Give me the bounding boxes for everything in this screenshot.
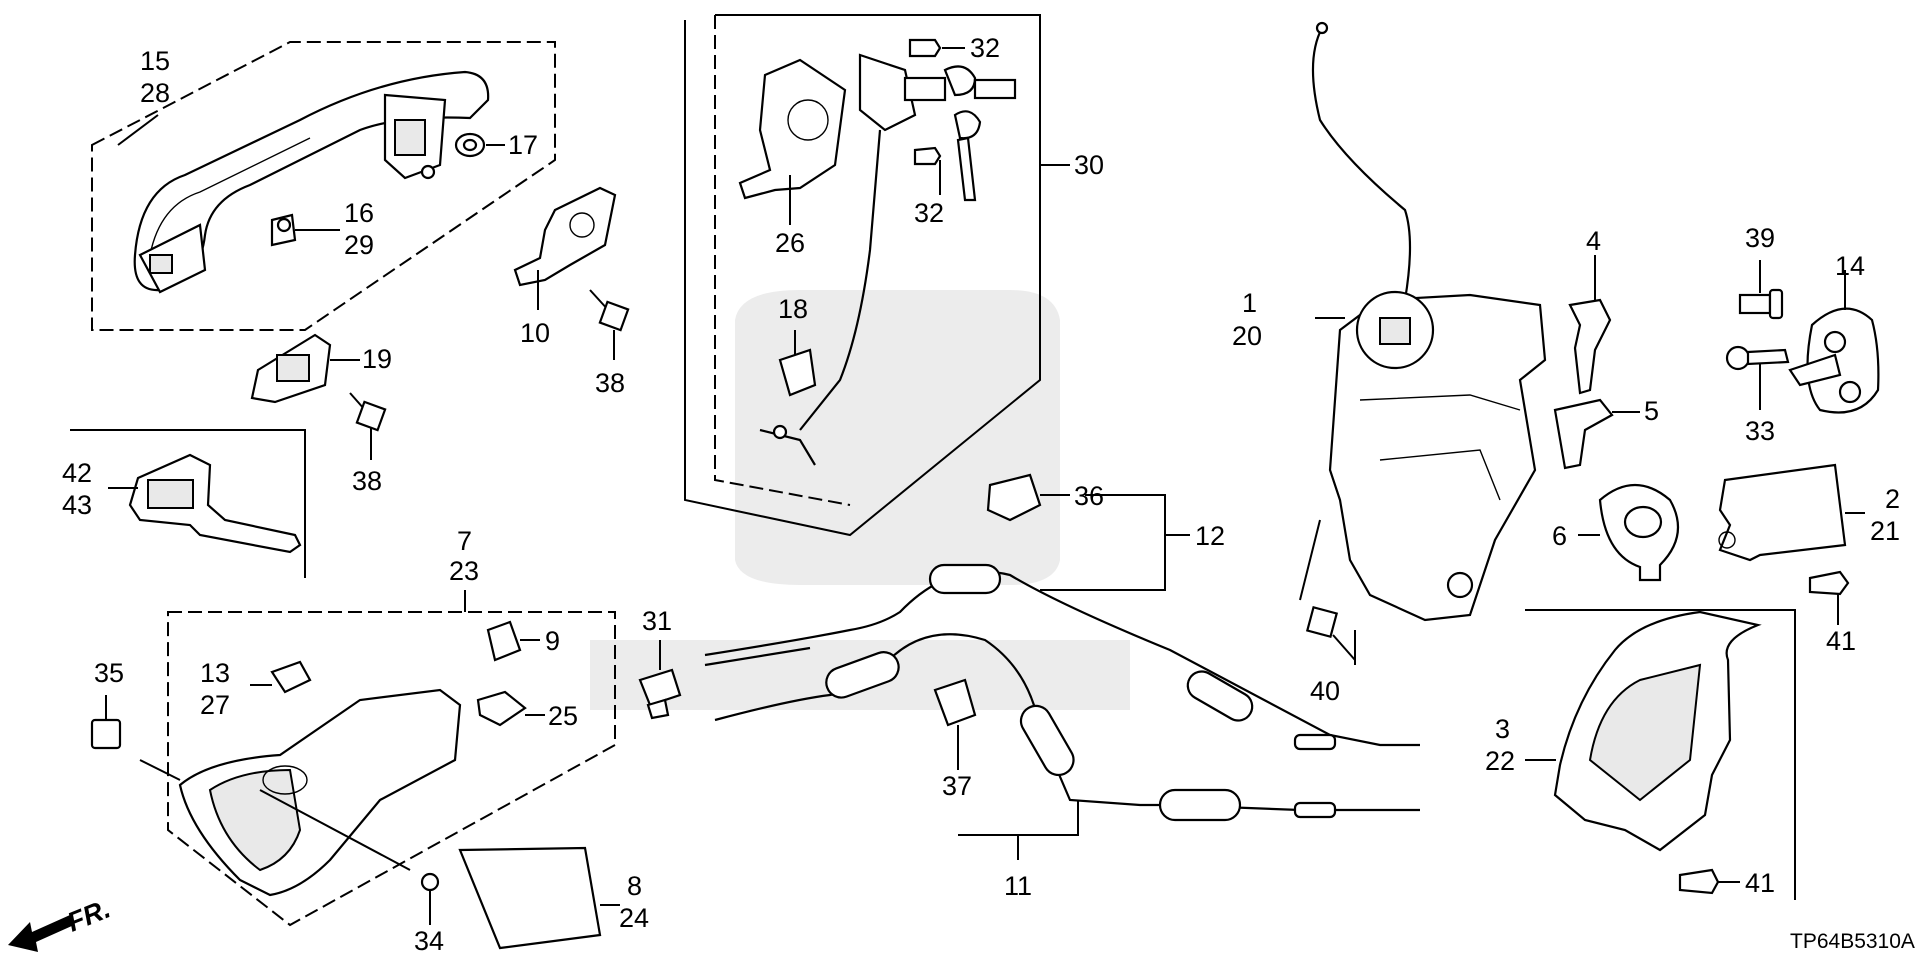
trim-clip: [90, 695, 122, 750]
key-cylinder-group-box: [684, 14, 1041, 537]
callout-25: 25: [548, 701, 578, 731]
callout-10: 10: [520, 318, 550, 348]
spacer: [1553, 398, 1640, 470]
outer-handle-cable: [704, 563, 1420, 751]
key-cylinder: [799, 53, 1017, 431]
callout-16: 16: [344, 198, 374, 228]
callout-7: 7: [457, 526, 472, 556]
handle-base-plate: [513, 186, 617, 310]
callout-30: 30: [1074, 150, 1104, 180]
connector: [638, 640, 682, 720]
callout-33: 33: [1745, 416, 1775, 446]
callout-19: 19: [362, 344, 392, 374]
callout-31: 31: [642, 606, 672, 636]
actuator-cover: [1525, 610, 1762, 852]
callout-13: 13: [200, 658, 230, 688]
clip: [270, 213, 340, 247]
cover-screw: [1678, 868, 1740, 895]
callout-40: 40: [1310, 676, 1340, 706]
callout-23: 23: [449, 556, 479, 586]
callout-8: 8: [627, 871, 642, 901]
inner-door-handle: [139, 688, 462, 897]
callout-29: 29: [344, 230, 374, 260]
callout-35: 35: [94, 658, 124, 688]
diagram-code: TP64B5310A: [1790, 930, 1915, 953]
callout-41a: 41: [1826, 626, 1856, 656]
cylinder-rod-clip: [778, 330, 817, 397]
actuator-group-box: [1525, 609, 1796, 900]
callout-43: 43: [62, 490, 92, 520]
outer-door-handle: [133, 70, 490, 294]
handle-screw: [420, 872, 440, 925]
inner-handle-group-box: [167, 611, 616, 927]
bracket-11: [958, 800, 1079, 860]
callout-36: 36: [1074, 481, 1104, 511]
latch-bolt: [1305, 605, 1356, 665]
callout-24: 24: [619, 903, 649, 933]
callout-38a: 38: [595, 368, 625, 398]
striker-screw: [1725, 345, 1790, 410]
callout-22: 22: [1485, 746, 1515, 776]
inner-rod-clip: [250, 660, 312, 694]
callout-17: 17: [508, 130, 538, 160]
callout-4: 4: [1586, 226, 1601, 256]
latch-protector: [1718, 463, 1865, 562]
outer-handle-group-box: [91, 41, 556, 331]
callout-37: 37: [942, 771, 972, 801]
callout-26: 26: [775, 228, 805, 258]
handle-bracket: [108, 453, 302, 554]
callout-32a: 32: [970, 33, 1000, 63]
callout-2: 2: [1885, 484, 1900, 514]
callout-3: 3: [1495, 714, 1510, 744]
callout-34: 34: [414, 926, 444, 956]
cable-clip-upper: [986, 473, 1070, 522]
callout-1: 1: [1242, 288, 1257, 318]
protector-screw: [1808, 570, 1850, 625]
callout-14: 14: [1835, 251, 1865, 281]
callout-41b: 41: [1745, 868, 1775, 898]
seal-ring: [1578, 483, 1680, 582]
cable-clip-lower: [933, 678, 977, 770]
callout-15: 15: [140, 46, 170, 76]
bracket-12: [1040, 494, 1190, 591]
washer: [454, 132, 505, 158]
callout-20: 20: [1232, 321, 1262, 351]
handle-trim: [458, 846, 620, 950]
bracket-group-box: [70, 429, 306, 578]
callout-21: 21: [1870, 516, 1900, 546]
bolt-upper: [589, 289, 630, 360]
cylinder-lever: [759, 424, 816, 466]
screw-lower: [913, 146, 942, 195]
inner-clip: [486, 620, 540, 662]
callout-6: 6: [1552, 521, 1567, 551]
inner-retainer: [476, 690, 545, 727]
striker: [1788, 270, 1880, 414]
callout-11: 11: [1004, 871, 1032, 901]
callout-9: 9: [545, 626, 560, 656]
striker-bolt: [1738, 260, 1784, 320]
front-indicator: FR.: [63, 893, 115, 937]
latch-cover-clip: [1568, 255, 1612, 395]
callout-32b: 32: [914, 198, 944, 228]
watermark-logo: [590, 290, 1130, 710]
cylinder-bracket: [738, 58, 847, 225]
callout-12: 12: [1195, 521, 1225, 551]
callout-42: 42: [62, 458, 92, 488]
door-latch: [1299, 21, 1547, 622]
bolt-lower: [349, 392, 387, 460]
front-arrow-icon: [8, 915, 74, 952]
callout-28: 28: [140, 78, 170, 108]
screw-upper: [908, 38, 965, 58]
gasket: [250, 333, 360, 404]
callout-39: 39: [1745, 223, 1775, 253]
callout-38b: 38: [352, 466, 382, 496]
callouts: 15 28 17 16 29 10 38 19 38 42 43 7 23 9 …: [62, 33, 1900, 956]
inner-handle-cable: [714, 633, 1420, 822]
callout-18: 18: [778, 294, 808, 324]
callout-27: 27: [200, 690, 230, 720]
callout-5: 5: [1644, 396, 1659, 426]
